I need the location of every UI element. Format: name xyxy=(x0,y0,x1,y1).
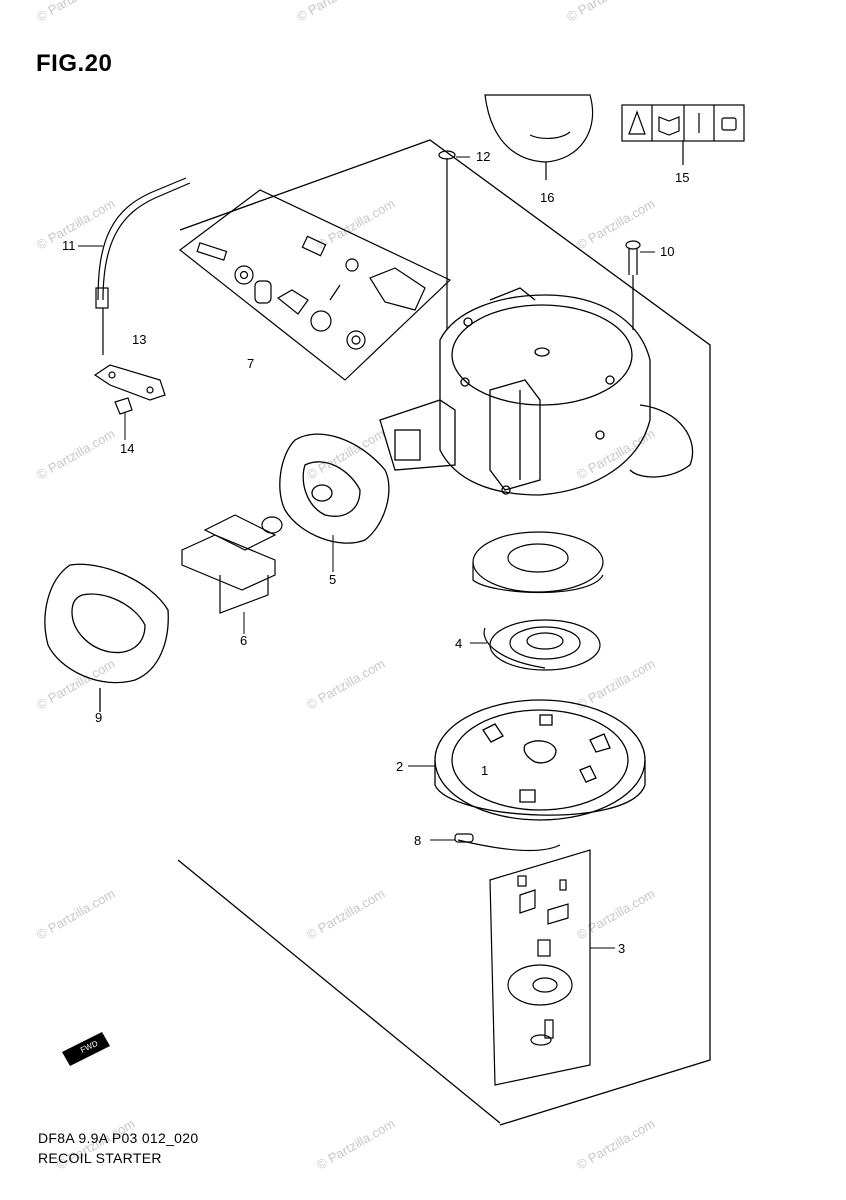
leader-lines xyxy=(78,156,655,949)
ratchet-kit-box xyxy=(489,849,591,1086)
callout-numbers: 11 12 10 16 15 13 7 14 5 6 4 9 2 1 8 3 xyxy=(62,149,689,956)
watermark-text: © Partzilla.com xyxy=(294,0,377,25)
watermark-text: © Partzilla.com xyxy=(304,656,387,713)
starter-rope xyxy=(95,177,191,355)
spiral-spring xyxy=(483,619,601,671)
decal-arc xyxy=(484,94,594,180)
callout-3: 3 xyxy=(618,941,625,956)
watermark-text: © Partzilla.com xyxy=(34,886,117,943)
bolts xyxy=(438,150,641,330)
callout-16: 16 xyxy=(540,190,554,205)
spring-case xyxy=(472,531,604,594)
callout-10: 10 xyxy=(660,244,674,259)
callout-2: 2 xyxy=(396,759,403,774)
figure-title: FIG.20 xyxy=(36,50,113,77)
watermark-text: © Partzilla.com xyxy=(574,196,657,253)
callout-7: 7 xyxy=(247,356,254,371)
starter-housing xyxy=(379,287,694,496)
rope-guide xyxy=(279,433,390,544)
watermark-text: © Partzilla.com xyxy=(574,886,657,943)
bracket-and-bolt xyxy=(93,364,166,415)
figure-name: RECOIL STARTER xyxy=(38,1150,162,1166)
callout-12: 12 xyxy=(476,149,490,164)
kit-7-box xyxy=(179,189,452,381)
callout-14: 14 xyxy=(120,441,134,456)
callout-4: 4 xyxy=(455,636,462,651)
watermark-text: © Partzilla.com xyxy=(574,656,657,713)
watermark-text: © Partzilla.com xyxy=(314,1116,397,1173)
callout-13: 13 xyxy=(132,332,146,347)
starter-handle xyxy=(44,563,169,712)
watermark-text: © Partzilla.com xyxy=(574,1116,657,1173)
part-6 xyxy=(181,514,283,614)
figure-code: DF8A 9.9A P03 012_020 xyxy=(38,1130,199,1146)
watermark-text: © Partzilla.com xyxy=(34,426,117,483)
watermark-text: © Partzilla.com xyxy=(304,886,387,943)
callout-6: 6 xyxy=(240,633,247,648)
callout-5: 5 xyxy=(329,572,336,587)
reel-pulley xyxy=(434,699,646,821)
callout-1: 1 xyxy=(481,763,488,778)
callout-15: 15 xyxy=(675,170,689,185)
watermark-text: © Partzilla.com xyxy=(34,0,117,25)
forward-arrow-icon: FWD xyxy=(62,1032,110,1066)
watermark-text: © Partzilla.com xyxy=(314,196,397,253)
assembly-outline xyxy=(177,139,711,1126)
callout-8: 8 xyxy=(414,833,421,848)
watermark-text: © Partzilla.com xyxy=(34,656,117,713)
callout-9: 9 xyxy=(95,710,102,725)
callout-11: 11 xyxy=(62,238,76,253)
rope-8 xyxy=(454,833,561,852)
warning-label xyxy=(621,104,745,165)
watermark-text: © Partzilla.com xyxy=(564,0,647,25)
